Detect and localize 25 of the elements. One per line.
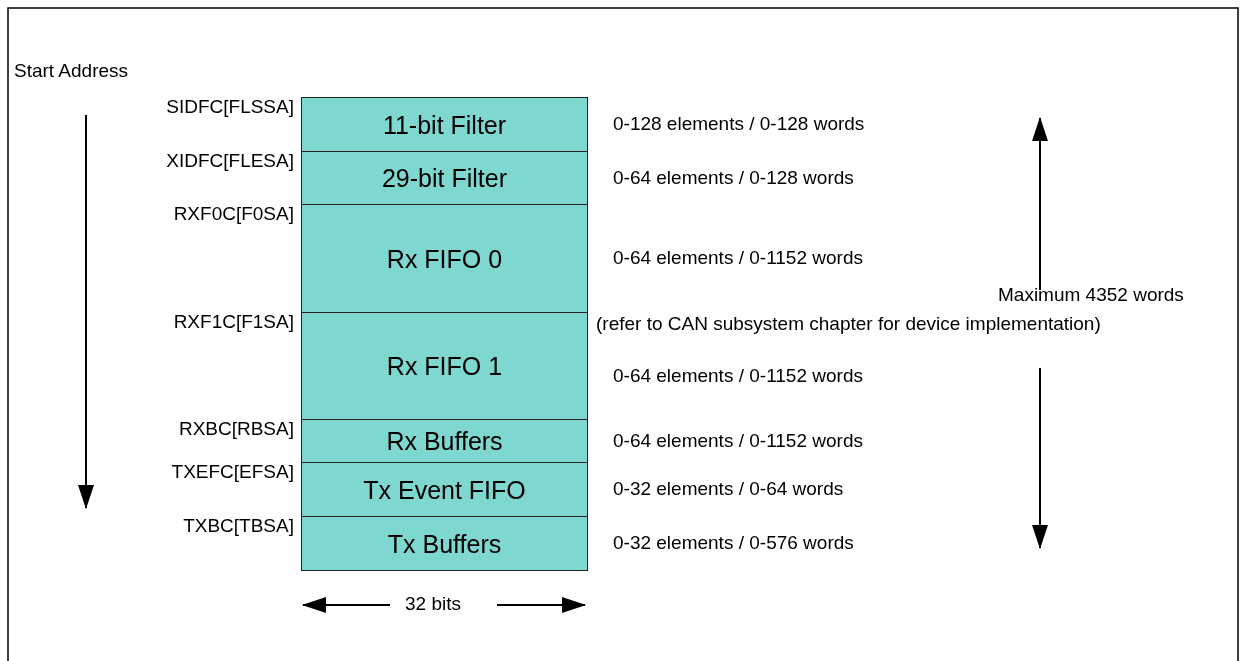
region-label: 29-bit Filter [380, 163, 508, 193]
start-address-label: RXBC[RBSA] [178, 418, 294, 440]
size-label: 0-32 elements / 0-576 words [613, 532, 854, 554]
dimension-label: 32 bits [405, 593, 461, 615]
start-address-label: SIDFC[FLSSA] [166, 96, 294, 118]
size-label: 0-64 elements / 0-1152 words [613, 364, 863, 387]
start-address-label: XIDFC[FLESA] [166, 150, 294, 172]
size-label: 0-64 elements / 0-128 words [613, 166, 854, 189]
dimension-label: Maximum 4352 words [998, 284, 1184, 306]
region-label: Rx FIFO 0 [385, 244, 504, 273]
size-label: 0-64 elements / 0-1152 words [613, 247, 863, 269]
size-label: 0-128 elements / 0-128 words [613, 113, 865, 135]
start-address-label: RXF1C[F1SA] [173, 311, 294, 333]
start-address-label: TXBC[TBSA] [183, 515, 294, 537]
region-label: Rx Buffers [385, 426, 504, 456]
start-address-label: RXF0C[F0SA] [173, 203, 294, 225]
size-label: 0-32 elements / 0-64 words [613, 478, 844, 500]
axis-title: Start Address [14, 60, 129, 82]
region-label: Tx Event FIFO [362, 475, 527, 504]
region-label: Rx FIFO 1 [385, 351, 504, 381]
note-text: (refer to CAN subsystem chapter for device implementation) [596, 313, 1101, 335]
start-address-label: TXEFC[EFSA] [171, 461, 294, 483]
region-label: Tx Buffers [386, 529, 503, 558]
size-label: 0-64 elements / 0-1152 words [613, 429, 863, 452]
region-label: 11-bit Filter [381, 110, 508, 139]
